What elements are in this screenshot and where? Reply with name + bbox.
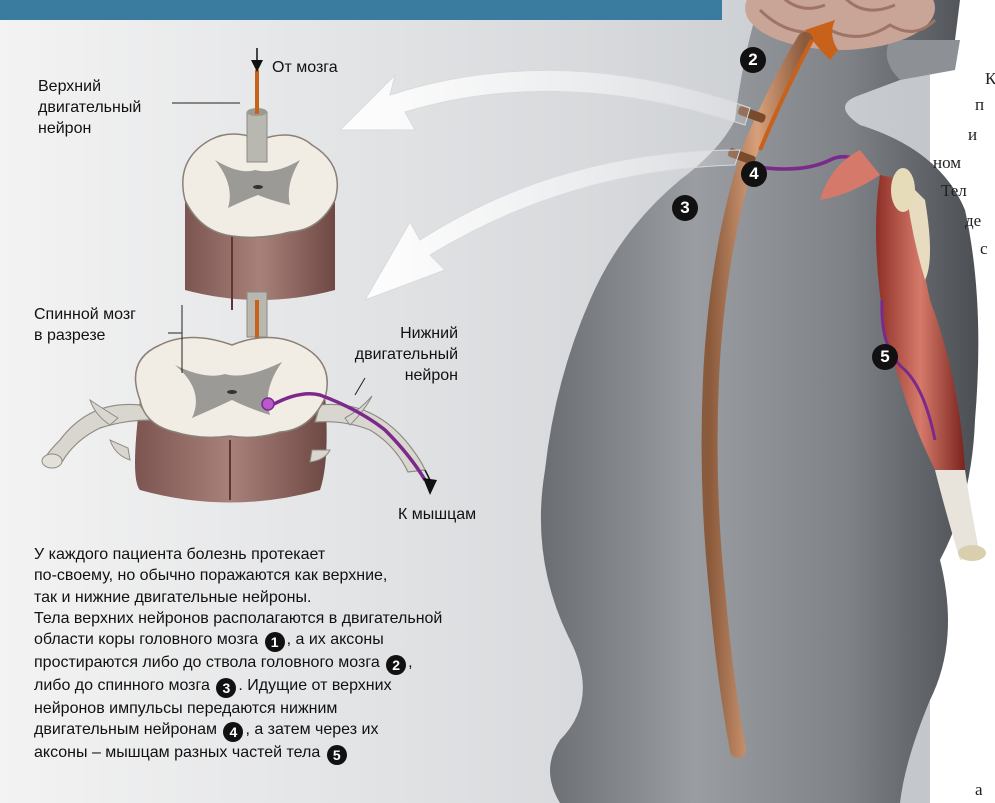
- label-from-brain: От мозга: [272, 57, 338, 78]
- caption-line-7-text: либо до спинного мозга: [34, 677, 210, 694]
- caption-line-3: так и нижние двигательные нейроны.: [34, 587, 574, 608]
- label-lower-neuron-line3: нейрон: [318, 365, 458, 386]
- edge-text-5: Тел: [941, 178, 995, 204]
- label-upper-neuron-line3: нейрон: [38, 118, 141, 139]
- upper-tube: [247, 112, 267, 162]
- caption-line-5-tail: , а их аксоны: [287, 631, 384, 648]
- caption-line-9-text: двигательным нейронам: [34, 721, 217, 738]
- caption-paragraph: У каждого пациента болезнь протекает по-…: [34, 544, 574, 765]
- label-lower-neuron-line2: двигательный: [318, 344, 458, 365]
- caption-marker-1: 1: [265, 632, 285, 652]
- caption-line-6-text: простираются либо до ствола головного мо…: [34, 654, 380, 671]
- caption-line-9-tail: , а затем через их: [245, 721, 378, 738]
- caption-marker-5: 5: [327, 745, 347, 765]
- label-lower-neuron-line1: Нижний: [318, 323, 458, 344]
- label-spinal-cut-line1: Спинной мозг: [34, 304, 136, 325]
- header-band: [0, 0, 722, 20]
- caption-line-1: У каждого пациента болезнь протекает: [34, 544, 574, 565]
- caption-line-7: либо до спинного мозга 3. Идущие от верх…: [34, 675, 574, 698]
- caption-line-10-text: аксоны – мышцам разных частей тела: [34, 744, 320, 761]
- edge-text-4: ном: [933, 150, 995, 176]
- label-upper-neuron-line1: Верхний: [38, 76, 141, 97]
- edge-text-3: и: [968, 122, 995, 148]
- lower-neuron-body: [262, 398, 274, 410]
- marker-5: 5: [872, 344, 898, 370]
- marker-2: 2: [740, 47, 766, 73]
- label-upper-neuron: Верхний двигательный нейрон: [38, 76, 141, 139]
- caption-line-6-tail: ,: [408, 654, 412, 671]
- edge-text-7: с: [980, 236, 995, 262]
- label-spinal-cut-line2: в разрезе: [34, 325, 136, 346]
- edge-text-8: а: [975, 777, 995, 803]
- caption-line-4: Тела верхних нейронов располагаются в дв…: [34, 608, 574, 629]
- caption-line-6: простираются либо до ствола головного мо…: [34, 652, 574, 675]
- caption-line-9: двигательным нейронам 4, а затем через и…: [34, 719, 574, 742]
- edge-text-6: де: [965, 208, 995, 234]
- edge-text-2: п: [975, 92, 995, 118]
- caption-line-8: нейронов импульсы передаются нижним: [34, 698, 574, 719]
- marker-4: 4: [741, 161, 767, 187]
- caption-line-5: области коры головного мозга 1, а их акс…: [34, 629, 574, 652]
- caption-line-7-tail: . Идущие от верхних: [238, 677, 391, 694]
- caption-marker-4: 4: [223, 722, 243, 742]
- caption-line-2: по-своему, но обычно поражаются как верх…: [34, 565, 574, 586]
- caption-line-10: аксоны – мышцам разных частей тела 5: [34, 742, 574, 765]
- label-spinal-cut: Спинной мозг в разрезе: [34, 304, 136, 346]
- label-lower-neuron: Нижний двигательный нейрон: [318, 323, 458, 386]
- caption-line-5-text: области коры головного мозга: [34, 631, 258, 648]
- caption-marker-2: 2: [386, 655, 406, 675]
- edge-text-1: К: [985, 66, 995, 92]
- label-to-muscles: К мышцам: [398, 504, 476, 525]
- caption-marker-3: 3: [216, 678, 236, 698]
- marker-3: 3: [672, 195, 698, 221]
- label-upper-neuron-line2: двигательный: [38, 97, 141, 118]
